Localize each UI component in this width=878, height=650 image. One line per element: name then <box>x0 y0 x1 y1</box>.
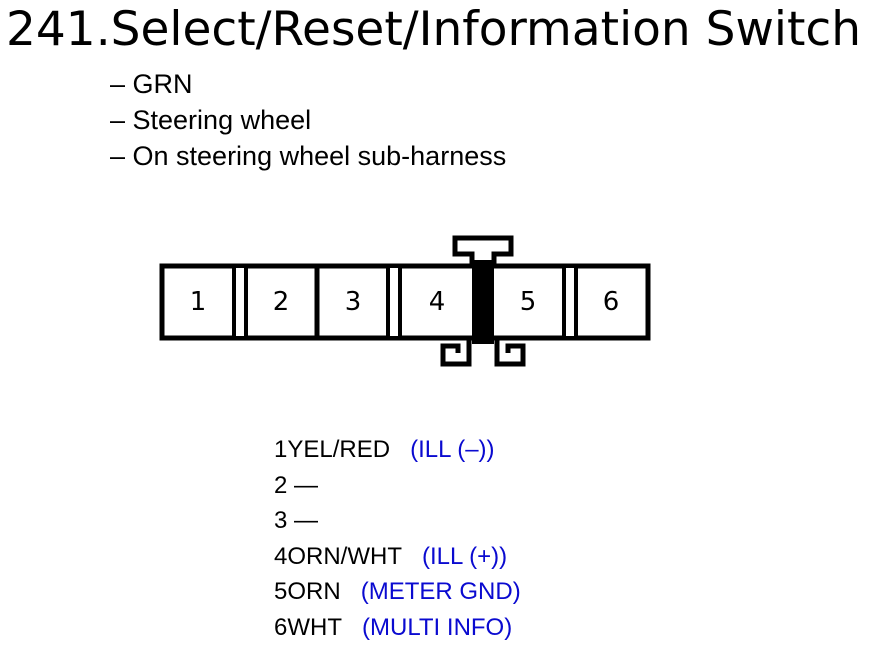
pin-wire: 3 — <box>274 507 319 534</box>
pin-wire: 5ORN <box>274 578 341 605</box>
pin-function: (ILL (+)) <box>422 542 508 570</box>
pin-wire: 4ORN/WHT <box>274 542 402 570</box>
pinout-list: 1YEL/RED (ILL (–)) 2 — 3 — 4ORN/WHT (ILL… <box>274 432 521 645</box>
pin-function: (ILL (–)) <box>410 436 495 463</box>
cavity-divider <box>562 264 578 340</box>
connector-center-key <box>472 260 494 344</box>
pin-row: 2 — <box>274 468 521 504</box>
cavity-divider <box>386 264 402 340</box>
pin-wire: 2 — <box>274 471 319 499</box>
cavity-number: 3 <box>345 287 362 317</box>
pin-row: 6WHT (MULTI INFO) <box>274 610 521 646</box>
pin-wire: 1YEL/RED <box>274 436 391 463</box>
cavity-number: 2 <box>273 287 290 317</box>
connector-color: – GRN <box>110 69 193 99</box>
connector-harness: – On steering wheel sub-harness <box>110 141 507 171</box>
cavity-number: 1 <box>190 287 207 317</box>
cavity-number: 4 <box>429 287 446 317</box>
cavity-number: 5 <box>520 287 537 317</box>
connector-lock-tab-right <box>494 338 526 367</box>
pin-function: (MULTI INFO) <box>362 613 513 641</box>
pin-row: 4ORN/WHT (ILL (+)) <box>274 539 521 575</box>
connector-location: – Steering wheel <box>110 105 312 135</box>
pin-row: 1YEL/RED (ILL (–)) <box>274 432 521 468</box>
cavity-number: 6 <box>603 287 620 317</box>
pin-row: 5ORN (METER GND) <box>274 574 521 610</box>
page-title: 241.Select/Reset/Information Switch <box>6 2 861 57</box>
pin-function: (METER GND) <box>360 578 521 605</box>
connector-info-list: – GRN – Steering wheel – On steering whe… <box>110 66 506 174</box>
cavity-divider <box>232 264 248 340</box>
pin-row: 3 — <box>274 503 521 539</box>
pin-wire: 6WHT <box>274 613 342 641</box>
connector-lock-tab-left <box>440 338 472 367</box>
